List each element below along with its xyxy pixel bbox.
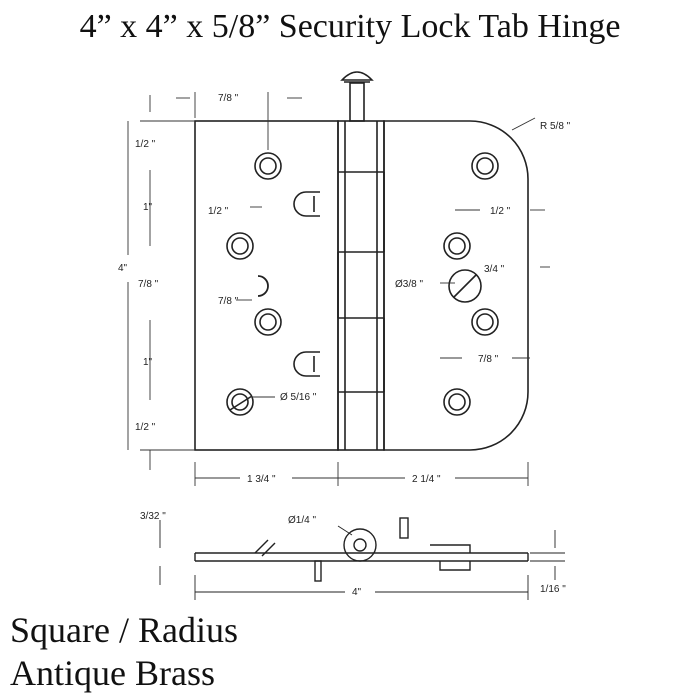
security-tab-lower — [293, 351, 320, 377]
left-leaf — [194, 120, 339, 451]
left-screw-holes — [226, 152, 282, 416]
finish-color-line: Antique Brass — [10, 653, 215, 693]
dim-left-spacing-1: 1" — [143, 202, 153, 213]
dim-left-tab-offset: 1/2 " — [208, 206, 229, 217]
page-title: 4” x 4” x 5/8” Security Lock Tab Hinge — [79, 8, 621, 45]
pin-cap — [340, 71, 374, 81]
dim-right-spacing-2: 7/8 " — [478, 354, 499, 365]
dim-top-offset: 7/8 " — [218, 93, 239, 104]
dim-pin-diameter: Ø1/4 " — [288, 515, 316, 526]
dim-leaf-thickness: 3/32 " — [140, 511, 166, 522]
right-screw-holes — [443, 152, 499, 416]
hinge-pin — [349, 82, 365, 122]
dim-right-spacing-1: 3/4 " — [484, 264, 505, 275]
dim-left-top-margin: 1/2 " — [135, 139, 156, 150]
right-leaf — [383, 120, 529, 451]
dim-right-tab-offset: 1/2 " — [490, 206, 511, 217]
dim-left-tab-offset-2: 7/8 " — [218, 296, 239, 307]
dim-left-mid: 7/8 " — [138, 279, 159, 290]
dim-right-leaf-width: 2 1/4 " — [412, 474, 441, 485]
dim-left-bottom-margin: 1/2 " — [135, 422, 156, 433]
security-tab-upper — [293, 191, 320, 217]
finish-style-line: Square / Radius — [10, 610, 238, 650]
dim-left-leaf-width: 1 3/4 " — [247, 474, 276, 485]
dim-radius: R 5/8 " — [540, 121, 571, 132]
tab-recess — [257, 275, 269, 297]
dim-left-spacing-2: 1" — [143, 357, 153, 368]
side-profile — [159, 517, 565, 600]
dim-edge-thickness: 1/16 " — [540, 584, 566, 595]
dim-pin-hole: Ø3/8 " — [395, 279, 423, 290]
dim-overall-height: 4" — [118, 263, 128, 274]
dim-screw-hole: Ø 5/16 " — [280, 392, 317, 403]
dim-overall-width: 4" — [352, 587, 362, 598]
